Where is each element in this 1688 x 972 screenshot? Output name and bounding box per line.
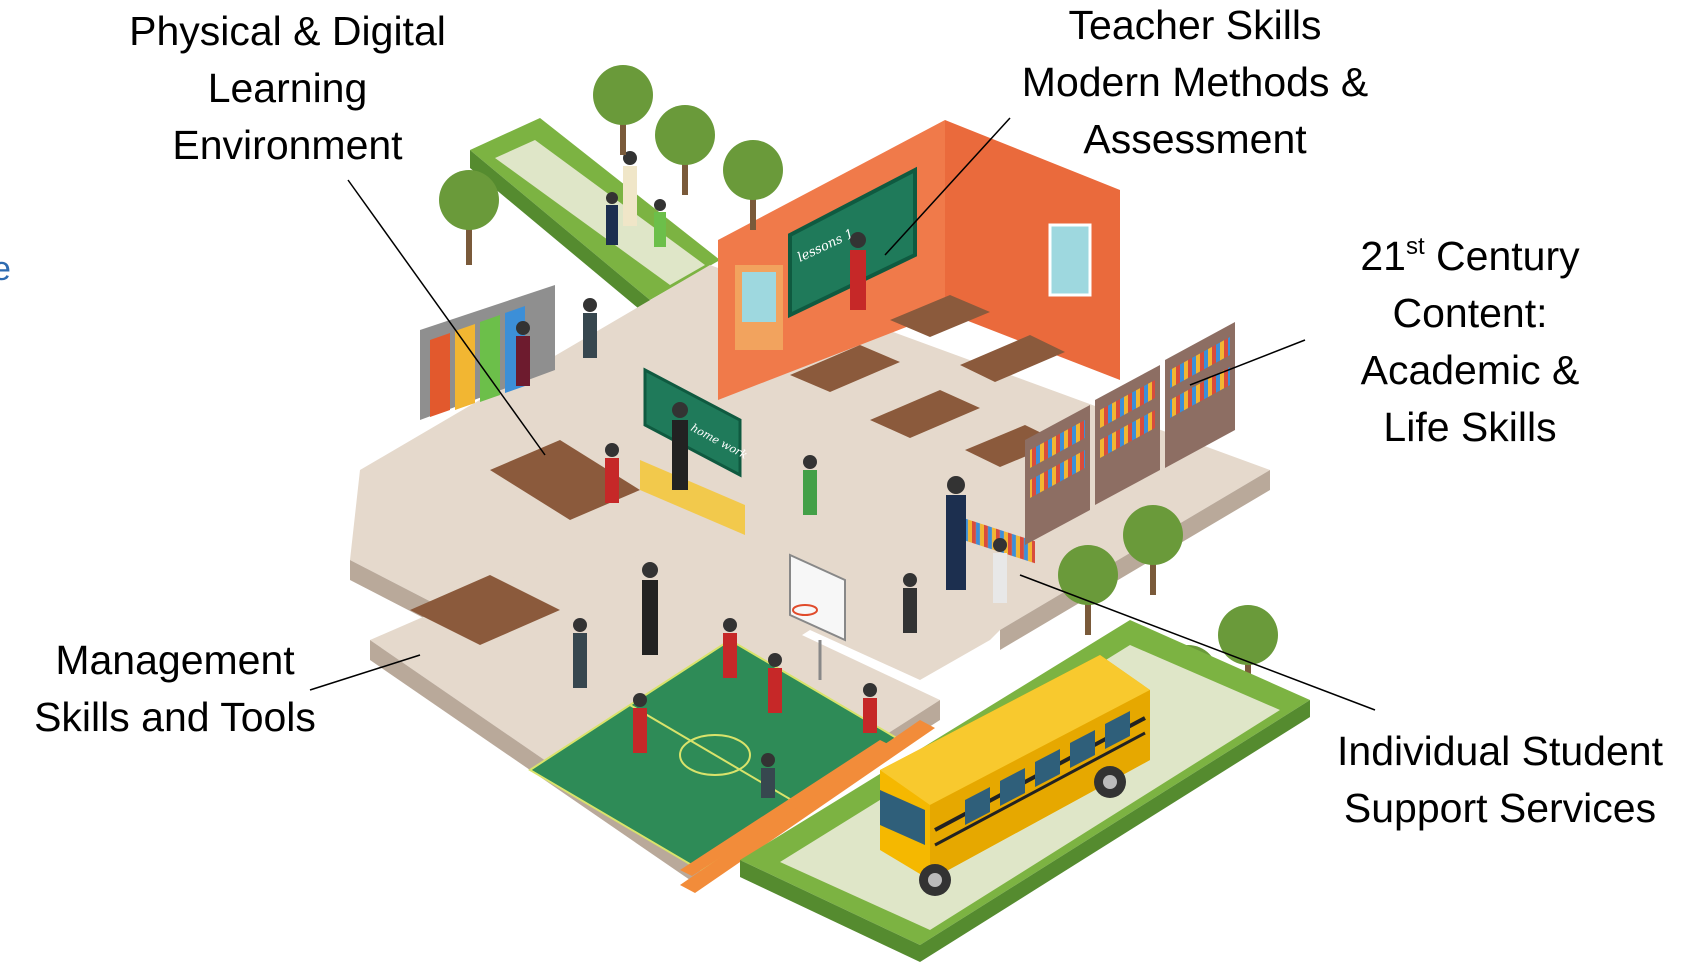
callout-line-management <box>309 654 421 691</box>
basketball-hoop <box>789 553 846 680</box>
classroom-walls: lessons 1 <box>718 120 1120 564</box>
school-bus <box>880 655 1150 896</box>
label-physical-digital-line-1: Physical & Digital <box>129 8 446 54</box>
label-management: Management Skills and Tools <box>15 632 335 746</box>
computer-desks <box>410 440 640 645</box>
classroom-desks <box>790 295 1065 467</box>
callout-line-support <box>1019 574 1376 711</box>
label-management-line-1: Management <box>55 637 295 683</box>
label-student-support: Individual Student Support Services <box>1315 723 1685 837</box>
people <box>516 151 1007 798</box>
label-21st-century-line-3: Academic & <box>1360 347 1580 393</box>
label-physical-digital-line-2: Learning <box>207 65 368 111</box>
basketball-court <box>528 638 935 893</box>
label-teacher-skills-line-3: Assessment <box>1083 116 1307 162</box>
label-management-line-2: Skills and Tools <box>34 694 316 740</box>
label-teacher-skills-line-2: Modern Methods & <box>1021 59 1369 105</box>
clipped-edge-text: e <box>0 250 11 288</box>
library-shelves <box>1025 322 1235 545</box>
callout-line-physical <box>347 179 546 456</box>
label-teacher-skills: Teacher Skills Modern Methods & Assessme… <box>965 0 1425 168</box>
label-physical-digital: Physical & Digital Learning Environment <box>105 3 470 174</box>
label-21st-century-line-1: 21st Century <box>1360 233 1580 279</box>
label-21st-century-line-4: Life Skills <box>1383 404 1557 450</box>
label-student-support-line-1: Individual Student <box>1337 728 1663 774</box>
top-grass-path <box>470 118 720 318</box>
label-student-support-line-2: Support Services <box>1343 785 1657 831</box>
callout-lines <box>309 117 1376 711</box>
label-21st-century: 21st Century Content: Academic & Life Sk… <box>1310 228 1630 456</box>
callout-line-century <box>1189 339 1306 386</box>
callout-line-teacher <box>884 117 1011 256</box>
label-21st-century-line-2: Content: <box>1392 290 1548 336</box>
small-chalkboard: home work <box>640 367 750 535</box>
label-teacher-skills-line-1: Teacher Skills <box>1068 2 1322 48</box>
label-physical-digital-line-3: Environment <box>172 122 403 168</box>
